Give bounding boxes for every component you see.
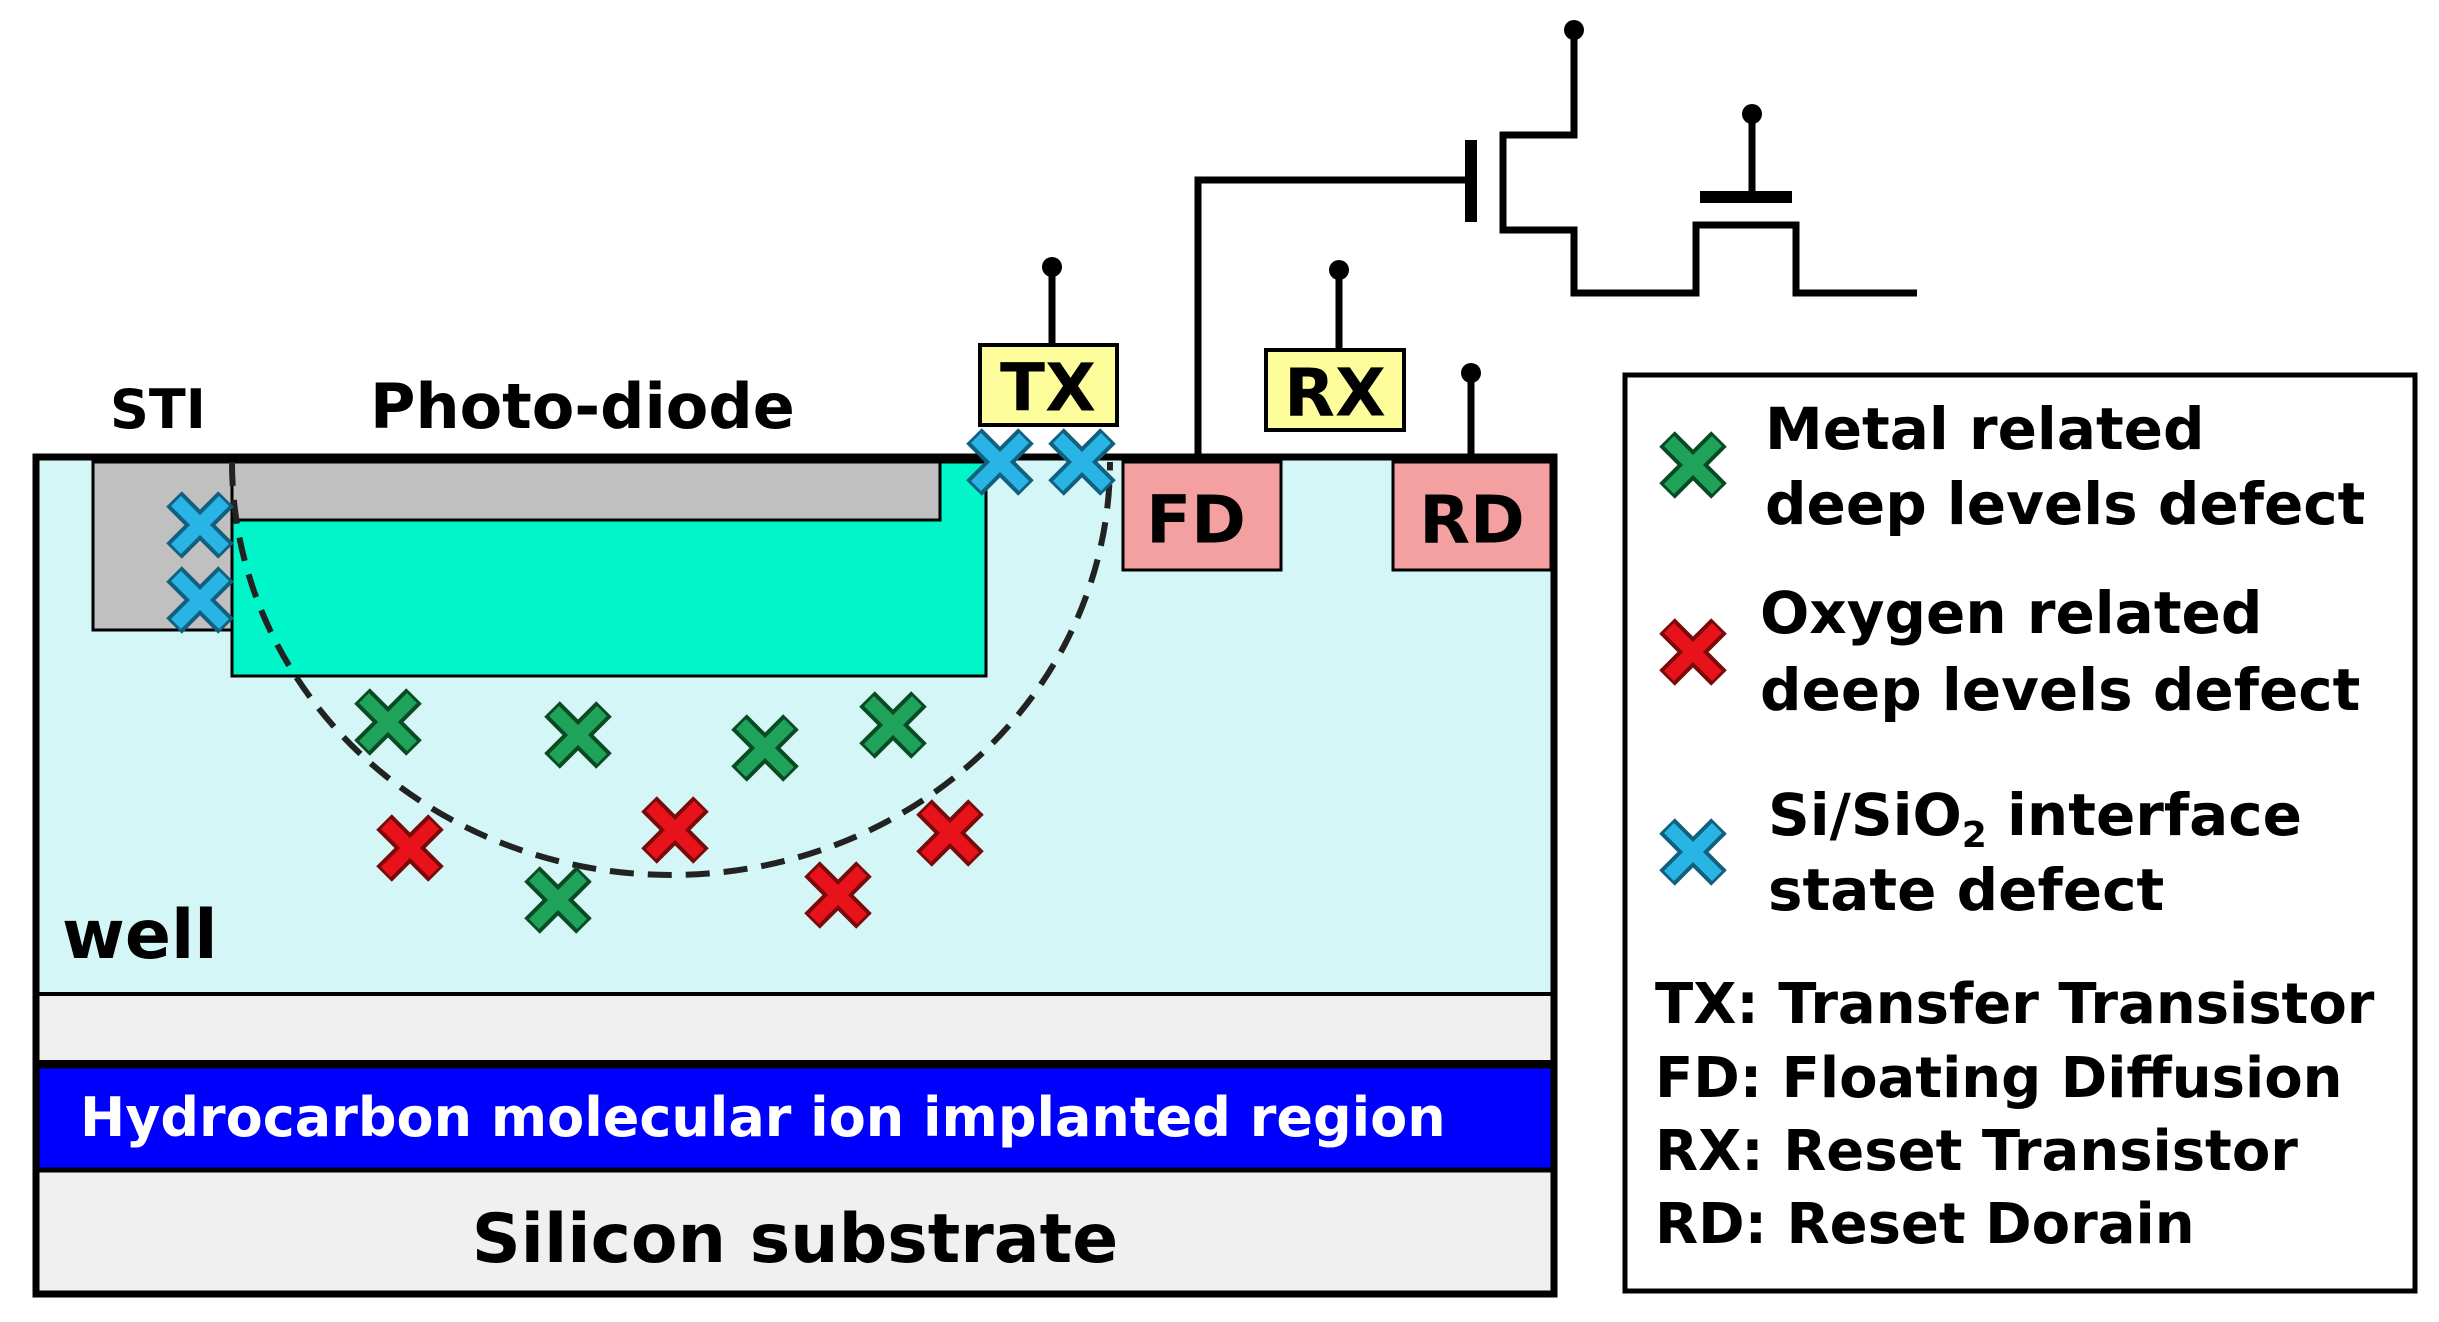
device-cross-section (32, 453, 1558, 1298)
vdd-terminal-dot (1564, 20, 1584, 40)
legend-metal-line1: Metal related (1765, 395, 2205, 463)
device-outline (32, 453, 1558, 1298)
rx-label-box (1264, 348, 1406, 432)
legend-interface-post: interface (1987, 781, 2302, 849)
tx-gate-label: TX (978, 343, 1119, 427)
hydrocarbon-label: Hydrocarbon molecular ion implanted regi… (80, 1086, 1446, 1149)
legend-box (1622, 372, 2418, 1294)
legend-abbr-fd: FD: Floating Diffusion (1655, 1046, 2343, 1111)
photodiode-label: Photo-diode (370, 370, 795, 443)
sti-label: STI (110, 378, 206, 441)
well-label: well (62, 896, 218, 975)
rd-terminal-dot (1461, 363, 1481, 383)
rd-label: RD (1419, 482, 1525, 559)
legend: Metal related deep levels defect Oxygen … (1622, 372, 2418, 1294)
silicon-substrate-region (36, 1170, 1554, 1294)
lower-well-band (34, 992, 1556, 1064)
sf-channel (1499, 30, 1917, 297)
legend-interface-line1: Si/SiO2 interface (1768, 781, 2302, 856)
legend-interface-line2: state defect (1768, 856, 2164, 924)
circuit-wiring (1048, 30, 1917, 457)
rx-label: RX (1284, 355, 1386, 432)
fd-to-gate-wire (1194, 176, 1467, 457)
hydrocarbon-implant-region (36, 1066, 1554, 1168)
reset-drain-region (1391, 460, 1553, 572)
legend-oxygen-line2: deep levels defect (1760, 656, 2360, 724)
rs-terminal-dot (1742, 104, 1762, 124)
fd-label: FD (1146, 482, 1246, 559)
legend-abbr-tx: TX: Transfer Transistor (1655, 972, 2375, 1037)
tx-terminal-dot (1042, 257, 1062, 277)
legend-abbr-rx: RX: Reset Transistor (1655, 1119, 2298, 1184)
rx-terminal-dot (1329, 260, 1349, 280)
tx-label-box (978, 343, 1119, 427)
legend-abbr-rd: RD: Reset Dorain (1655, 1192, 2195, 1257)
pinned-layer (230, 460, 942, 522)
depletion-boundary (229, 461, 1113, 878)
substrate-label: Silicon substrate (472, 1200, 1119, 1279)
tx-label: TX (1000, 350, 1096, 427)
floating-diffusion-region (1121, 460, 1283, 572)
legend-oxygen-line1: Oxygen related (1760, 579, 2262, 647)
legend-metal-line2: deep levels defect (1765, 470, 2365, 538)
terminal-dots (1042, 20, 1762, 383)
legend-interface-sub: 2 (1962, 815, 1987, 856)
rx-gate-label: RX (1264, 348, 1406, 432)
legend-interface-pre: Si/SiO (1768, 781, 1962, 849)
